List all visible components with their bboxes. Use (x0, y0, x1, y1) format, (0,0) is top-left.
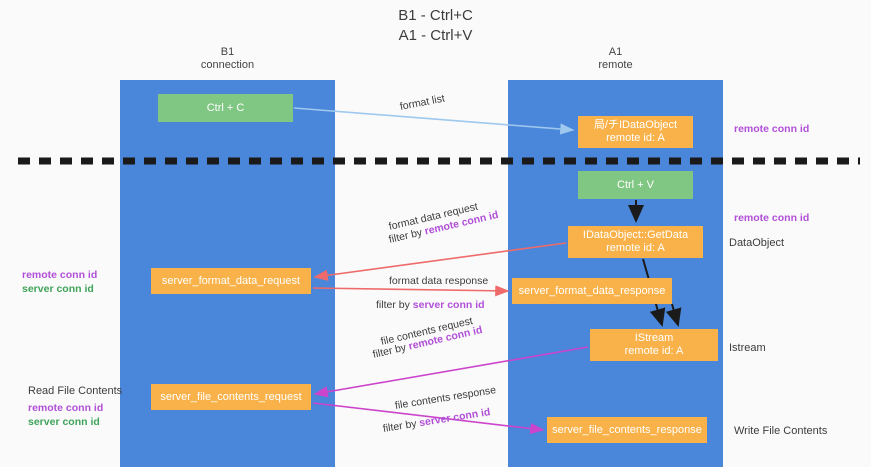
annotation-dataobject: DataObject (729, 237, 785, 249)
node-ctrl-c-label: Ctrl + C (206, 101, 245, 114)
node-getdata-line2: remote id: A (606, 242, 665, 254)
column-header-a1-name: A1 (608, 46, 623, 58)
annotation-left-server-conn-id-mid: server conn id (22, 283, 94, 295)
annotation-left-remote-conn-id-bottom: remote conn id (28, 402, 104, 414)
node-server-file-contents-response-label: server_file_contents_response (552, 423, 702, 436)
node-idataobject-line2: remote id: A (606, 132, 665, 144)
arrow-file-contents-request (313, 346, 589, 398)
filter-key-2: server conn id (412, 299, 485, 311)
annotation-remote-conn-id-mid: remote conn id (734, 212, 810, 224)
title-line-2: A1 - Ctrl+V (398, 27, 473, 44)
node-server-format-data-request-label: server_format_data_request (161, 274, 301, 287)
node-server-format-data-response-label: server_format_data_response (518, 284, 666, 297)
arrow-format-data-response (312, 285, 510, 297)
column-header-b1: B1 connection (120, 46, 335, 72)
annotation-write-file-contents: Write File Contents (734, 425, 828, 437)
node-idataobject[interactable]: 局/チIDataObject remote id: A (578, 116, 693, 148)
column-header-b1-name: B1 (220, 46, 235, 58)
annotation-left-server-conn-id-bottom: server conn id (28, 416, 100, 428)
annotation-left-conn-ids-mid: remote conn id server conn id (22, 268, 97, 296)
node-getdata-line1: IDataObject::GetData (582, 229, 689, 241)
node-server-format-data-response[interactable]: server_format_data_response (512, 278, 672, 304)
annotation-left-conn-ids-bottom: remote conn id server conn id (28, 401, 103, 429)
annotation-left-remote-conn-id-mid: remote conn id (22, 269, 98, 281)
arrow-response-to-istream (665, 303, 682, 327)
node-istream[interactable]: IStream remote id: A (590, 329, 718, 361)
filter-prefix-2: filter by (376, 299, 413, 311)
node-idataobject-getdata[interactable]: IDataObject::GetData remote id: A (568, 226, 703, 258)
node-ctrl-c[interactable]: Ctrl + C (158, 94, 293, 122)
arrow-label-format-data-response: format data response (389, 275, 489, 287)
annotation-remote-conn-id-top: remote conn id (734, 123, 810, 135)
node-server-format-data-request[interactable]: server_format_data_request (151, 268, 311, 294)
arrow-label-format-data-response-filter: filter by server conn id (376, 299, 485, 311)
node-server-file-contents-request[interactable]: server_file_contents_request (151, 384, 311, 410)
node-server-file-contents-request-label: server_file_contents_request (160, 390, 302, 403)
node-ctrl-v-label: Ctrl + V (617, 178, 654, 191)
node-server-file-contents-response[interactable]: server_file_contents_response (547, 417, 707, 443)
column-header-a1: A1 remote (508, 46, 723, 72)
node-idataobject-line1: 局/チIDataObject (593, 119, 678, 131)
title-line-1: B1 - Ctrl+C (398, 7, 473, 24)
node-istream-line2: remote id: A (624, 345, 684, 357)
node-ctrl-v[interactable]: Ctrl + V (578, 171, 693, 199)
column-header-b1-role: connection (200, 59, 255, 71)
node-istream-line1: IStream (634, 332, 674, 344)
arrow-file-contents-response (312, 402, 545, 435)
annotation-istream: Istream (729, 342, 766, 354)
annotation-read-file-contents: Read File Contents (28, 385, 123, 397)
arrow-format-data-request (313, 242, 567, 281)
column-header-a1-role: remote (598, 59, 633, 71)
page-title: B1 - Ctrl+C A1 - Ctrl+V (0, 6, 871, 46)
arrow-format-list (293, 107, 575, 135)
